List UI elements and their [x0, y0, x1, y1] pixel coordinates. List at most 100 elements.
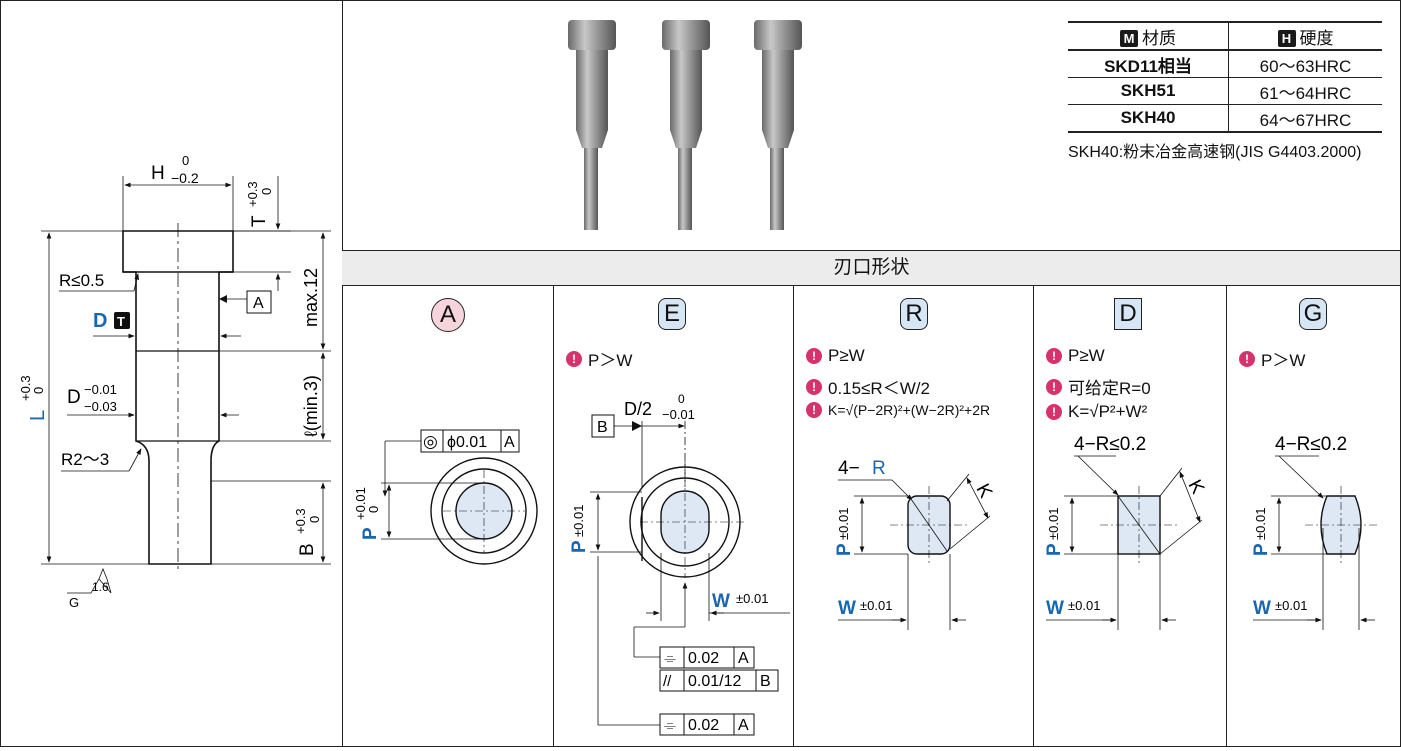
section-title: 刃口形状: [342, 250, 1401, 286]
dim-B-lower: 0: [307, 516, 322, 523]
shape-column-E: E !P＞W B D/2 0 −0.01 P ±0.0: [554, 286, 794, 747]
shape-column-A: A ◎ ϕ0.01 A P +0.01 0: [342, 286, 554, 747]
dim-P-tol: ±0.01: [1046, 508, 1061, 540]
dim-R23: R2〜3: [61, 450, 109, 469]
dim-P: P: [834, 543, 855, 556]
dim-L-lower: 0: [31, 387, 46, 394]
warning-bulb-icon: !: [1239, 350, 1255, 367]
condition-D-3: !K=√P²+W²: [1046, 402, 1147, 422]
hardness-cell: 64〜67HRC: [1228, 104, 1382, 133]
shape-column-D: D !P≥W !可给定R=0 !K=√P²+W² 4−R≤0.2 K P ±0.…: [1034, 286, 1227, 747]
dim-T-upper: +0.3: [245, 181, 260, 207]
dim-D-tag: T: [117, 314, 125, 329]
tol1-datum: A: [738, 650, 749, 667]
datum-B: B: [597, 419, 608, 436]
table-row: SKH40 64〜67HRC: [1068, 104, 1382, 133]
punch-drawing: H 0 −0.2 T +0.3 0 max.12 ℓ(min.3) B +0.3: [18, 153, 331, 610]
datum-A: A: [253, 295, 264, 312]
material-cell: SKD11相当: [1068, 50, 1229, 78]
shape-badge-E: E: [658, 298, 686, 330]
dim-W: W: [1253, 598, 1271, 619]
dim-H-upper: 0: [182, 153, 189, 168]
frame-top: [342, 0, 1401, 1]
punch-photo-3: [754, 20, 802, 230]
punch-photo-2: [662, 20, 710, 230]
material-cell: SKH51: [1068, 77, 1229, 105]
dim-H: H: [151, 163, 165, 184]
dim-L-upper: +0.3: [18, 375, 33, 401]
dim-R05: R≤0.5: [59, 271, 104, 290]
warning-bulb-icon: !: [806, 348, 822, 364]
tol-parallel-icon: //: [663, 673, 672, 690]
dim-L: L: [27, 410, 49, 421]
shape-E-drawing: B D/2 0 −0.01 P ±0.01 W ±: [569, 392, 790, 736]
warning-bulb-icon: !: [806, 378, 822, 395]
dim-P-tol: ±0.01: [836, 508, 851, 540]
dim-K: K: [972, 480, 997, 501]
shape-column-R: R !P≥W !0.15≤R＜W/2 !K=√(P−2R)²+(W−2R)²+2…: [794, 286, 1034, 747]
hardness-key-icon: H: [1277, 29, 1296, 47]
dim-D2-upper: −0.01: [84, 382, 117, 397]
dim-W: W: [838, 598, 856, 619]
tol1-value: 0.02: [688, 650, 719, 667]
dim-4: 4−: [838, 458, 860, 479]
tol-concentric-icon: ◎: [423, 432, 438, 451]
rough-val: 1.6: [92, 580, 109, 594]
dim-D2-lower: −0.03: [84, 399, 117, 414]
dim-H-lower: −0.2: [171, 170, 199, 186]
condition-E: !P＞W: [566, 346, 632, 371]
dim-max12: max.12: [301, 268, 321, 327]
dim-R: 4−R≤0.2: [1275, 434, 1347, 455]
tol3-datum: A: [738, 717, 749, 734]
dim-P-lower: 0: [366, 506, 381, 513]
dim-lmin: ℓ(min.3): [301, 375, 321, 437]
dim-R: R: [872, 458, 886, 479]
material-key-icon: M: [1120, 29, 1138, 47]
condition-R-3: !K=√(P−2R)²+(W−2R)²+2R: [806, 402, 990, 418]
dim-D2: D: [67, 387, 81, 408]
dim-T-lower: 0: [259, 188, 274, 195]
tol-datum: A: [504, 434, 515, 451]
tol2-value: 0.01/12: [688, 673, 741, 690]
warning-bulb-icon: !: [1046, 404, 1062, 420]
warning-bulb-icon: !: [1046, 378, 1062, 395]
condition-D-2: !可给定R=0: [1046, 374, 1151, 399]
warning-bulb-icon: !: [1046, 348, 1062, 364]
shape-badge-A: A: [431, 298, 465, 332]
rough-G: G: [69, 595, 79, 610]
tol2-datum: B: [760, 673, 771, 690]
dim-D2: D/2: [624, 399, 652, 419]
shape-G-drawing: 4−R≤0.2 P ±0.01 W ±0.01: [1251, 434, 1379, 630]
condition-G: !P＞W: [1239, 346, 1305, 371]
dim-K: K: [1184, 476, 1209, 497]
dim-P-tol: ±0.01: [571, 505, 586, 537]
dim-W-tol: ±0.01: [1068, 598, 1100, 613]
dim-R: 4−R≤0.2: [1074, 434, 1146, 455]
material-note: SKH40:粉末冶金高速钢(JIS G4403.2000): [1068, 144, 1362, 161]
warning-bulb-icon: !: [566, 350, 582, 367]
dim-P: P: [360, 527, 381, 540]
product-photo: [568, 20, 802, 230]
table-row: SKD11相当 60〜63HRC: [1068, 50, 1382, 78]
material-cell: SKH40: [1068, 104, 1229, 133]
dim-P: P: [569, 540, 590, 553]
warning-bulb-icon: !: [806, 402, 822, 418]
condition-R-2: !0.15≤R＜W/2: [806, 374, 930, 399]
hardness-cell: 61〜64HRC: [1228, 77, 1382, 105]
dim-P: P: [1251, 543, 1272, 556]
tol-value: ϕ0.01: [447, 434, 487, 451]
condition-R-1: !P≥W: [806, 346, 865, 366]
dim-W-tol: ±0.01: [1275, 598, 1307, 613]
shape-badge-R: R: [900, 298, 928, 330]
dim-W-tol: ±0.01: [736, 591, 768, 606]
dim-W: W: [1046, 598, 1064, 619]
dim-T: T: [249, 215, 270, 227]
shape-badge-D: D: [1114, 298, 1142, 330]
tol-symmetry-icon: ⌯: [664, 650, 676, 667]
dim-B: B: [297, 543, 318, 556]
